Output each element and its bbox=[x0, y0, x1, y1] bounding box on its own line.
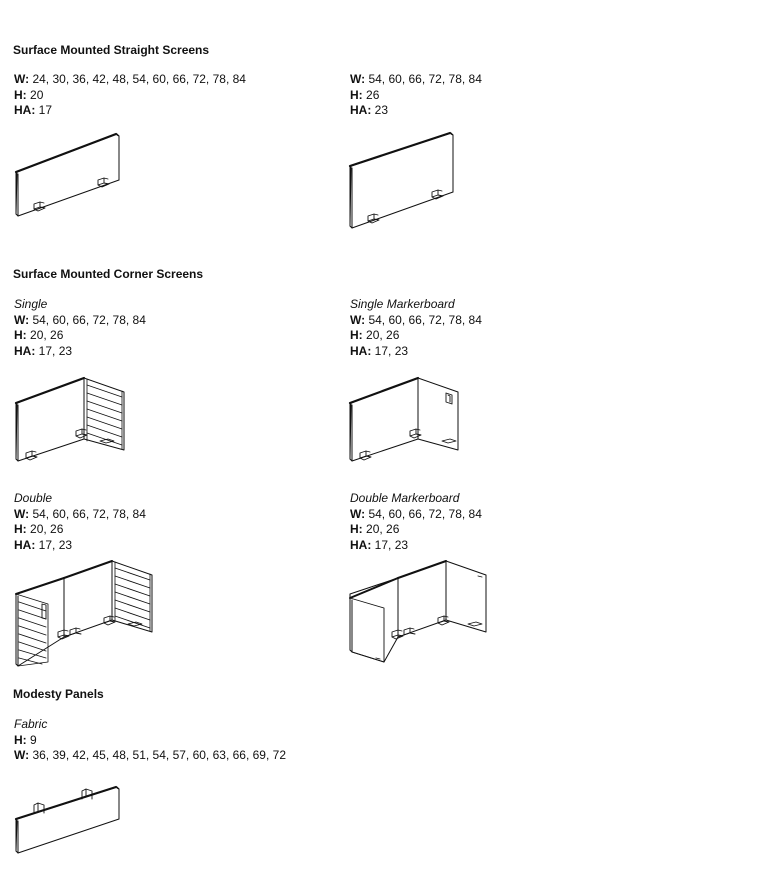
spec-row-height-above: HA: 17 bbox=[14, 103, 53, 117]
straight-screen-tall-icon bbox=[346, 130, 458, 232]
spec-straight-tall: W: 54, 60, 66, 72, 78, 84 H: 26 HA: 23 bbox=[350, 72, 482, 119]
variant-name: Double bbox=[14, 491, 53, 505]
section-title-corner-screens: Surface Mounted Corner Screens bbox=[13, 267, 204, 281]
spec-row-height: H: 20, 26 bbox=[14, 522, 64, 536]
spec-corner-double: Double W: 54, 60, 66, 72, 78, 84 H: 20, … bbox=[14, 491, 146, 553]
spec-row-height: H: 9 bbox=[14, 732, 37, 747]
spec-row-width: W: 54, 60, 66, 72, 78, 84 bbox=[14, 506, 146, 521]
section-title-modesty-panels: Modesty Panels bbox=[13, 687, 104, 701]
variant-name: Double Markerboard bbox=[350, 491, 460, 505]
spec-corner-double-markerboard: Double Markerboard W: 54, 60, 66, 72, 78… bbox=[350, 491, 482, 553]
spec-row-width: W: 54, 60, 66, 72, 78, 84 bbox=[350, 72, 482, 86]
straight-screen-short-icon bbox=[12, 130, 124, 220]
spec-modesty-fabric: Fabric H: 9 W: 36, 39, 42, 45, 48, 51, 5… bbox=[14, 717, 286, 764]
variant-name: Single Markerboard bbox=[350, 297, 455, 311]
corner-screen-double-fabric-icon bbox=[12, 558, 158, 670]
spec-row-width: W: 54, 60, 66, 72, 78, 84 bbox=[350, 506, 482, 521]
spec-row-height-above: HA: 17, 23 bbox=[350, 343, 409, 358]
spec-row-width: W: 54, 60, 66, 72, 78, 84 bbox=[350, 312, 482, 327]
spec-row-height-above: HA: 17, 23 bbox=[14, 537, 73, 552]
spec-row-width: W: 36, 39, 42, 45, 48, 51, 54, 57, 60, 6… bbox=[14, 748, 286, 762]
spec-row-width: W: 24, 30, 36, 42, 48, 54, 60, 66, 72, 7… bbox=[14, 72, 246, 86]
spec-corner-single-markerboard: Single Markerboard W: 54, 60, 66, 72, 78… bbox=[350, 297, 482, 359]
spec-row-height-above: HA: 17, 23 bbox=[14, 343, 73, 358]
variant-name: Single bbox=[14, 297, 48, 311]
corner-screen-single-fabric-icon bbox=[12, 375, 130, 465]
spec-corner-single: Single W: 54, 60, 66, 72, 78, 84 H: 20, … bbox=[14, 297, 146, 359]
spec-row-height: H: 26 bbox=[350, 87, 380, 102]
spec-row-height-above: HA: 17, 23 bbox=[350, 537, 409, 552]
spec-row-height-above: HA: 23 bbox=[350, 103, 389, 117]
spec-row-height: H: 20 bbox=[14, 87, 44, 102]
spec-straight-short: W: 24, 30, 36, 42, 48, 54, 60, 66, 72, 7… bbox=[14, 72, 246, 119]
corner-screen-single-markerboard-icon bbox=[346, 375, 464, 465]
section-title-straight-screens: Surface Mounted Straight Screens bbox=[13, 43, 210, 57]
variant-name: Fabric bbox=[14, 717, 48, 731]
corner-screen-double-markerboard-icon bbox=[346, 558, 492, 670]
spec-row-height: H: 20, 26 bbox=[350, 328, 400, 342]
spec-row-height: H: 20, 26 bbox=[14, 328, 64, 342]
spec-row-height: H: 20, 26 bbox=[350, 522, 400, 536]
modesty-panel-fabric-icon bbox=[12, 783, 124, 857]
spec-row-width: W: 54, 60, 66, 72, 78, 84 bbox=[14, 312, 146, 327]
